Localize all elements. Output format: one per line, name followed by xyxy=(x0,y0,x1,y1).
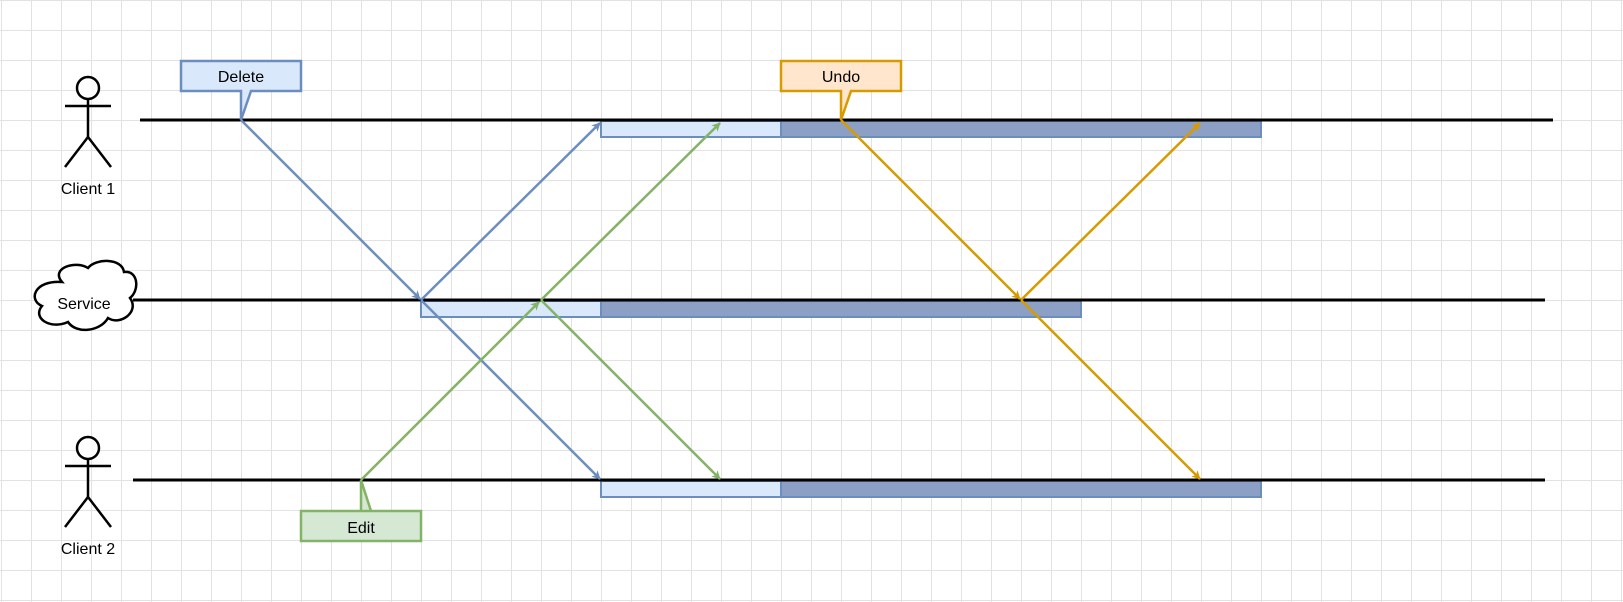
edit-to-service-arrow xyxy=(360,301,540,481)
undo-callout: Undo xyxy=(779,59,903,121)
delete-arrows xyxy=(240,119,601,480)
edit-callout-label: Edit xyxy=(347,520,375,537)
service-label: Service xyxy=(57,296,110,313)
client2-actor: Client 2 xyxy=(61,435,115,558)
undo-to-service-arrow xyxy=(840,119,1021,300)
delete-callout: Delete xyxy=(179,59,303,121)
delete-to-client1-arrow xyxy=(420,122,601,301)
client2-label: Client 2 xyxy=(61,541,115,558)
client2-state-bar xyxy=(600,480,1262,498)
client1-actor: Client 1 xyxy=(61,75,115,198)
stick-figure-icon xyxy=(64,75,112,168)
stick-figure-icon xyxy=(64,435,112,528)
delete-callout-label: Delete xyxy=(218,69,264,86)
client1-label: Client 1 xyxy=(61,181,115,198)
cloud-icon xyxy=(33,259,138,331)
edit-arrows xyxy=(360,122,721,481)
undo-to-client2-arrow xyxy=(1020,299,1201,480)
service-node: Service xyxy=(33,259,138,331)
undo-to-client1-arrow xyxy=(1020,122,1201,301)
client1-state-bar xyxy=(600,120,1262,138)
undo-callout-label: Undo xyxy=(822,69,860,86)
edit-callout: Edit xyxy=(299,479,423,543)
delete-to-service-arrow xyxy=(240,119,421,300)
service-state-bar xyxy=(420,300,1082,318)
edit-to-client1-arrow xyxy=(540,122,721,301)
undo-arrows xyxy=(840,119,1201,480)
delete-to-client2-arrow xyxy=(420,299,601,480)
edit-to-client2-arrow xyxy=(540,299,721,480)
